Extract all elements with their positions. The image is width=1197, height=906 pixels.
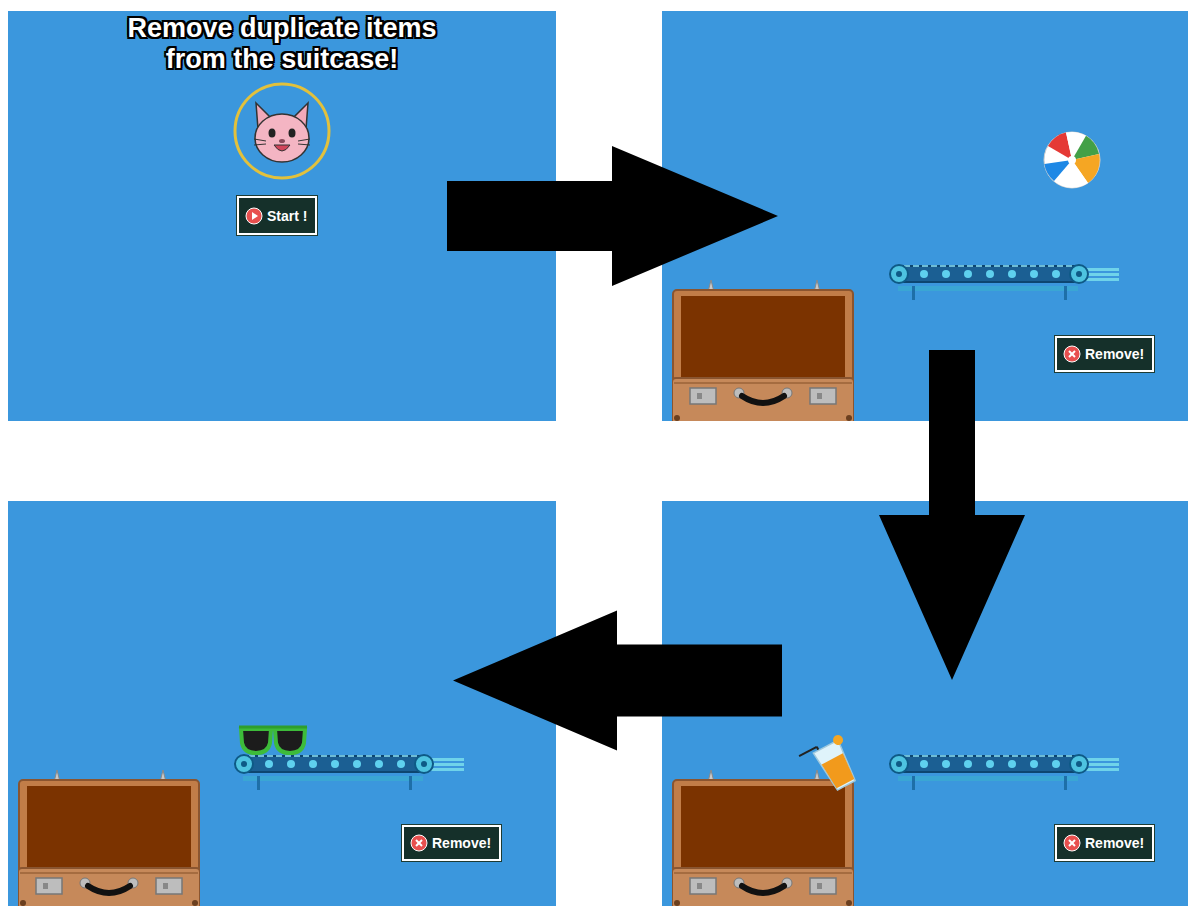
button-icon (1063, 345, 1081, 363)
beach-ball (1042, 130, 1102, 190)
remove-icon (1063, 345, 1081, 363)
button-icon (410, 834, 428, 852)
flow-arrow (453, 611, 782, 751)
conveyor-belt (888, 262, 1120, 302)
conveyor-belt (888, 752, 1120, 792)
button-label: Remove! (1085, 835, 1144, 851)
button-label: Remove! (432, 835, 491, 851)
button-label: Remove! (1085, 346, 1144, 362)
button-icon (1063, 834, 1081, 852)
suitcase (672, 280, 854, 421)
play-icon (245, 207, 263, 225)
remove-icon (1063, 834, 1081, 852)
cat-icon (232, 81, 332, 181)
flow-arrow (879, 350, 1025, 680)
button-label: Start ! (267, 208, 307, 224)
sunglasses (238, 721, 308, 757)
game-button: Remove! (1055, 825, 1154, 861)
remove-icon (410, 834, 428, 852)
game-button: Start ! (237, 196, 317, 235)
flow-arrow (447, 146, 778, 286)
instruction-title: Remove duplicate items from the suitcase… (102, 13, 462, 75)
juice-glass (798, 726, 868, 794)
conveyor-belt (233, 752, 465, 792)
suitcase (18, 770, 200, 906)
suitcase (672, 770, 854, 906)
game-button: Remove! (1055, 336, 1154, 372)
game-button: Remove! (402, 825, 501, 861)
button-icon (245, 207, 263, 225)
game-screen: Remove duplicate items from the suitcase… (8, 11, 556, 421)
